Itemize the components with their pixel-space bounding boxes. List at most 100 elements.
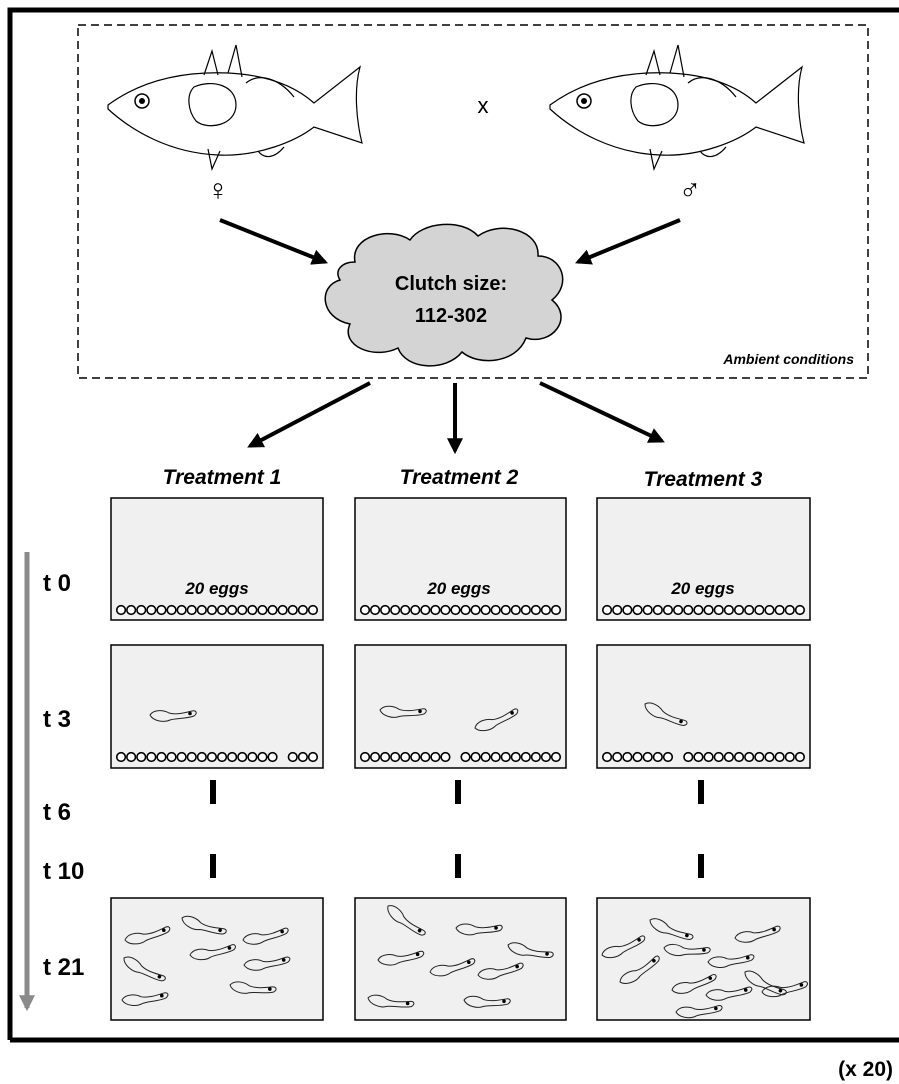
female-symbol: ♀ [207,174,230,207]
egg [764,604,775,616]
egg [369,604,381,616]
egg [267,751,278,763]
egg [369,751,381,763]
egg [480,751,491,763]
time-gap-dash [455,780,461,804]
egg [227,751,238,763]
egg [540,751,552,763]
egg [156,751,167,763]
eggs-label: 20 eggs [670,579,734,598]
eggs-label: 20 eggs [426,579,490,598]
egg [247,751,258,763]
egg [146,751,157,763]
tank-t3 [596,644,811,769]
egg [601,751,613,763]
egg [774,604,785,616]
female-fish-icon [107,44,363,170]
eggs-label: 20 eggs [184,579,248,598]
egg [601,604,613,616]
time-gap-dash [698,780,704,804]
egg [794,751,806,763]
egg [400,604,411,616]
egg [642,751,653,763]
egg [287,751,298,763]
egg [196,751,207,763]
arrow-male-to-clutch [575,218,681,265]
egg [470,604,481,616]
egg [237,751,248,763]
egg [410,751,421,763]
treatment-column-1: Treatment 1 20 eggs [110,466,324,1021]
egg [652,751,663,763]
egg [550,604,562,616]
egg [420,604,431,616]
arrow-female-to-clutch [219,218,328,265]
tank-t3 [110,644,324,769]
egg [662,751,674,763]
egg-row-t0 [115,604,319,616]
egg [510,751,521,763]
egg [450,604,461,616]
egg [257,751,268,763]
treatment-label: Treatment 3 [644,468,763,491]
egg [146,604,157,616]
egg [612,604,623,616]
egg [156,604,167,616]
egg [754,751,765,763]
cross-symbol: x [478,93,489,118]
egg [206,604,218,616]
egg-row-t3 [115,751,319,763]
timepoint-t6: t 6 [43,799,71,826]
egg [723,604,734,616]
egg [784,751,795,763]
egg [136,604,147,616]
egg [652,604,663,616]
tank-t3 [354,644,567,769]
egg [430,604,441,616]
time-gap-dash [698,854,704,878]
timepoint-t21: t 21 [43,954,84,981]
egg [390,751,401,763]
egg [297,604,308,616]
egg-row-t3 [601,751,806,763]
tank-t0 [354,497,567,621]
egg [612,751,623,763]
egg [115,604,127,616]
egg [380,604,391,616]
egg [470,751,481,763]
timepoint-t0: t 0 [43,570,71,597]
egg [420,751,431,763]
egg [227,604,238,616]
egg [723,751,734,763]
egg [176,604,187,616]
egg [380,751,391,763]
egg [540,604,552,616]
egg [216,751,228,763]
egg [733,604,745,616]
clutch-size-label: Clutch size: [395,273,507,295]
egg [176,751,187,763]
egg [530,604,541,616]
egg [307,751,319,763]
egg [500,604,511,616]
egg [460,604,471,616]
replicate-label: (x 20) [838,1058,893,1081]
egg [277,604,288,616]
egg [550,751,562,763]
egg [206,751,218,763]
egg [390,604,401,616]
egg [673,604,684,616]
egg [693,604,704,616]
egg [744,604,755,616]
egg [216,604,228,616]
male-fish-icon [549,44,805,170]
egg [257,604,268,616]
egg [166,604,177,616]
egg-row-t0 [601,604,806,616]
egg [359,604,371,616]
treatment-column-3: Treatment 3 20 eggs [596,468,811,1021]
egg [683,751,694,763]
tank-t21 [354,897,567,1021]
egg [622,604,633,616]
